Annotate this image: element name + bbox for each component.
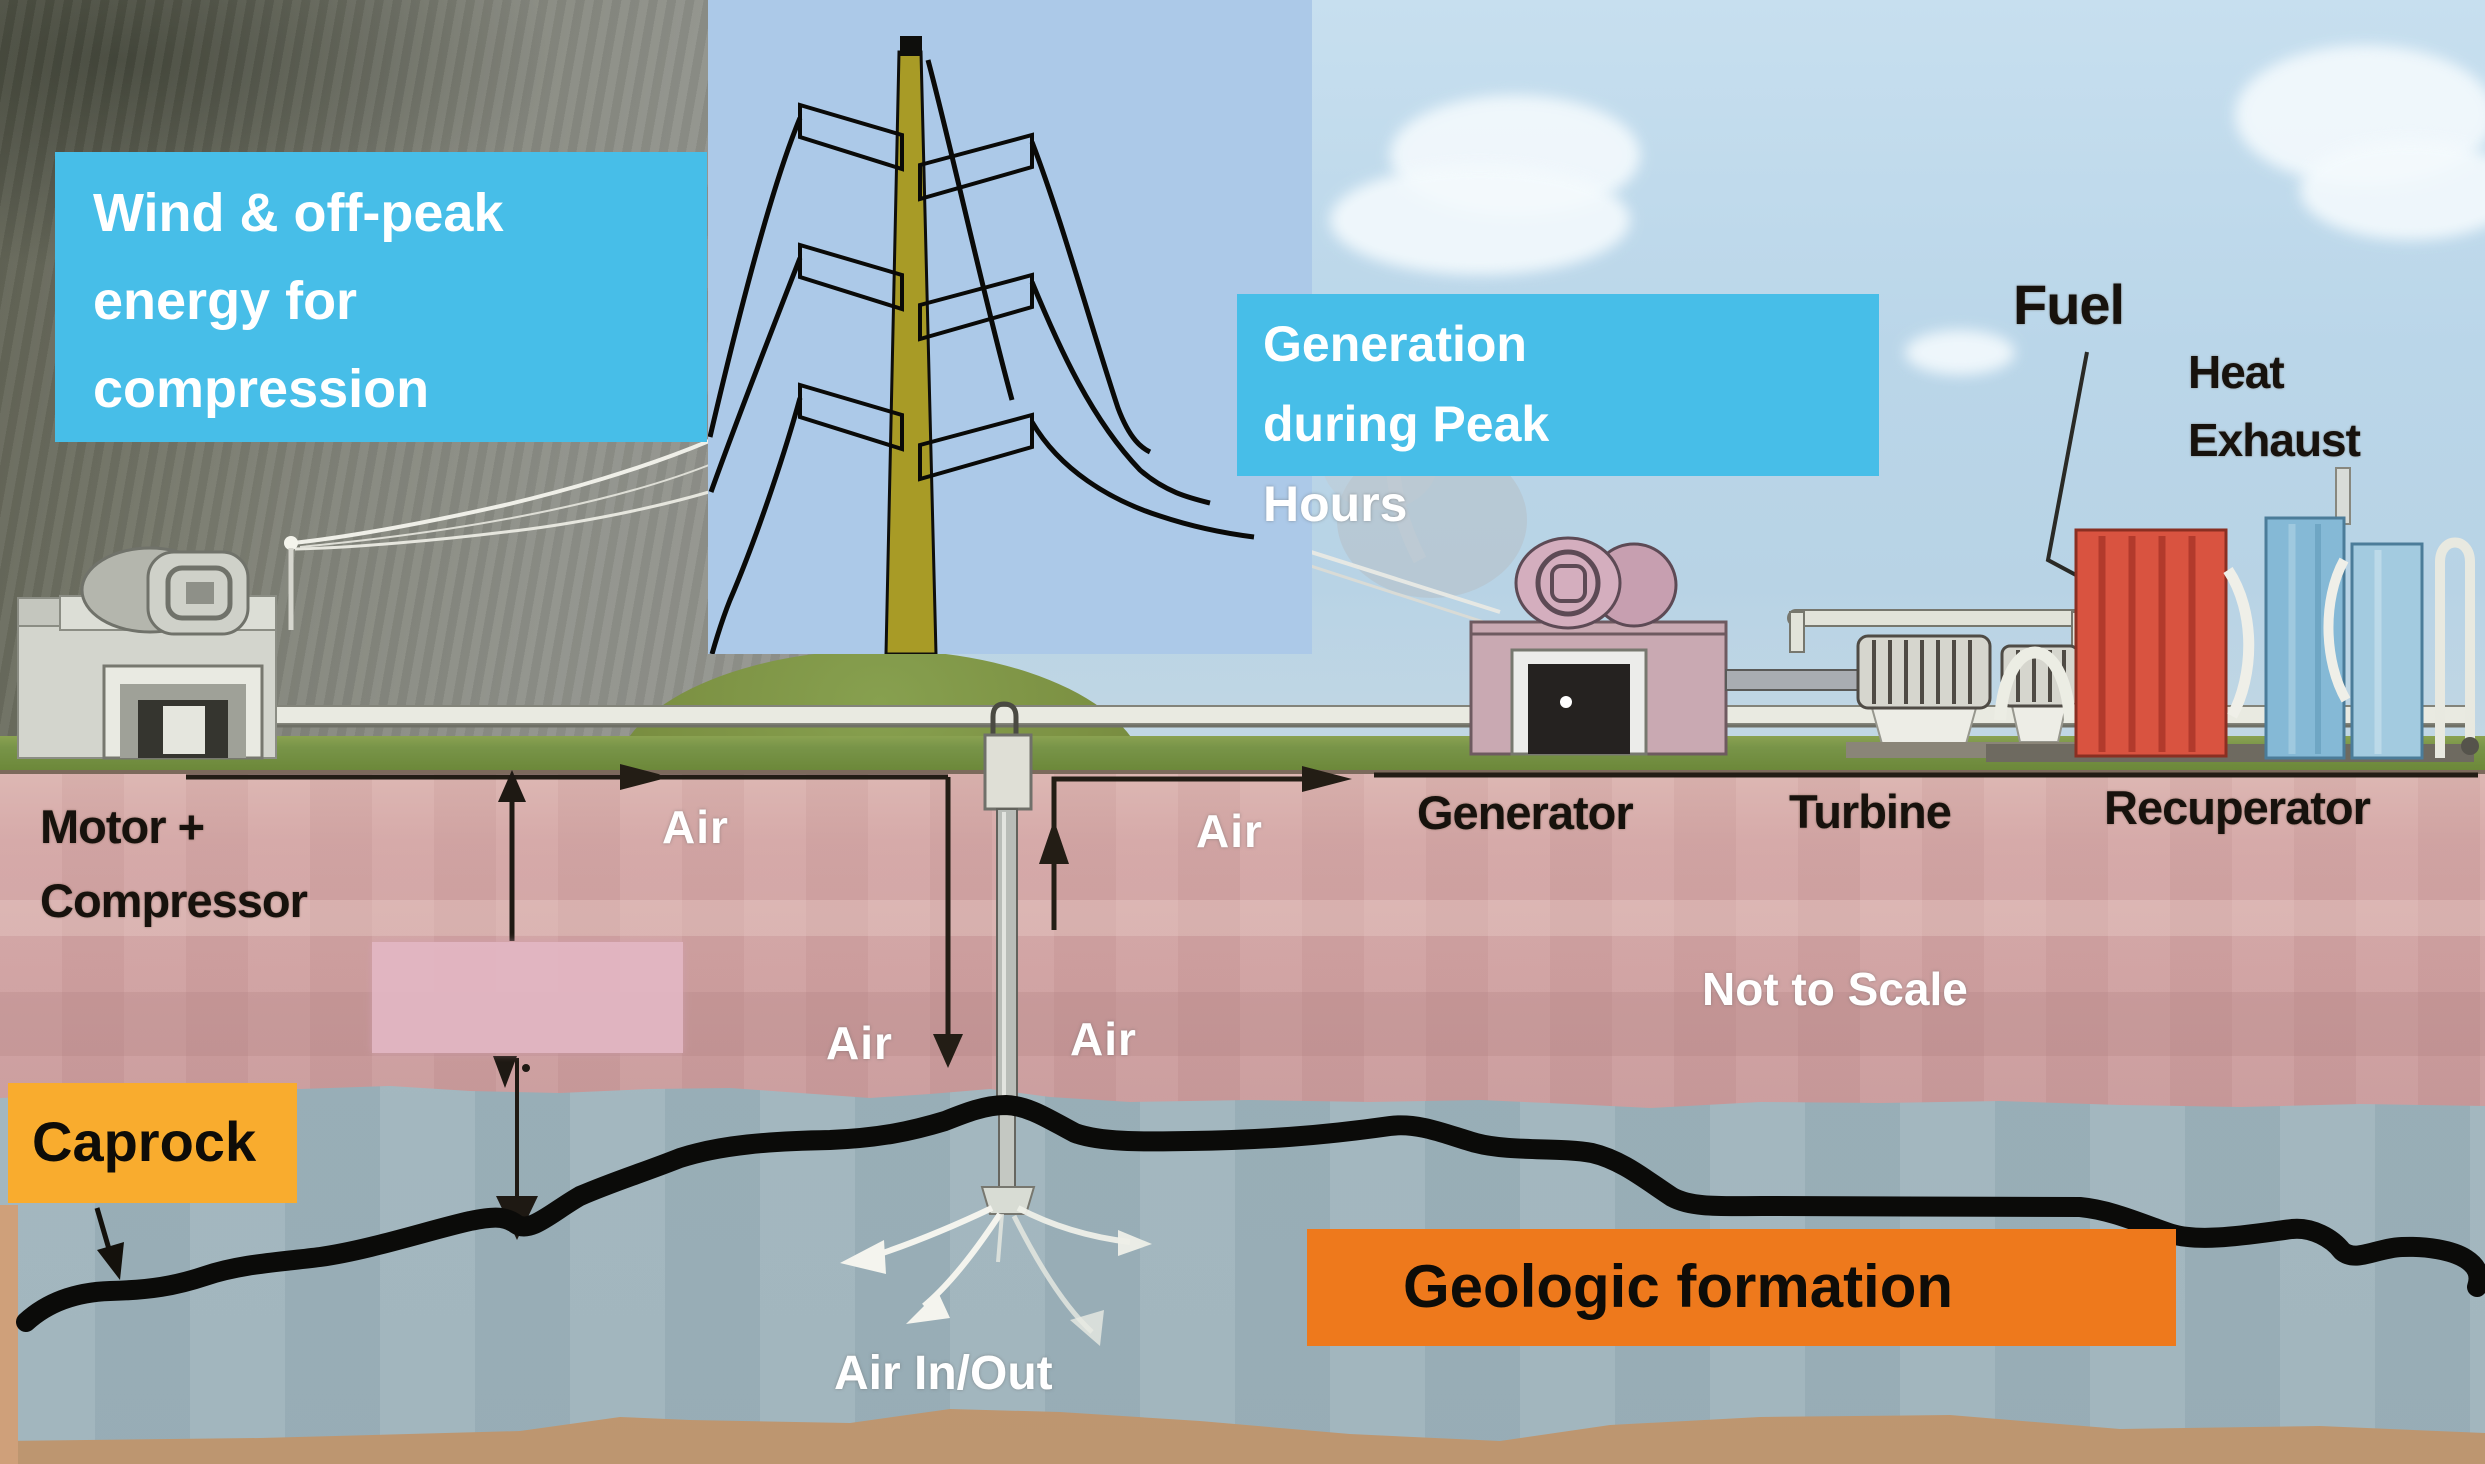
air-label-right: Air xyxy=(1196,805,1263,857)
tower-pole xyxy=(884,36,938,656)
air-label-left: Air xyxy=(662,801,729,853)
turbine-label: Turbine xyxy=(1789,785,1952,838)
left-rock-edge xyxy=(0,1205,18,1464)
generator-unit xyxy=(1469,536,1859,756)
heat-exhaust-label: Heat Exhaust xyxy=(2188,338,2361,474)
motor-compressor-unit xyxy=(17,546,277,760)
air-label-well-right: Air xyxy=(1070,1013,1137,1065)
air-label-well-left: Air xyxy=(826,1017,893,1069)
wind-offpeak-line2: energy for xyxy=(93,271,358,331)
well-pipe xyxy=(980,701,1036,1215)
fuel-label: Fuel xyxy=(2013,273,2125,336)
soil-streak xyxy=(0,900,2485,936)
cloud xyxy=(2300,140,2485,240)
generation-peak-label: Generation during Peak Hours xyxy=(1237,294,1879,532)
tower-wires xyxy=(707,59,1255,655)
transmission-tower-inset xyxy=(707,0,1312,656)
wind-offpeak-line1: Wind & off-peak xyxy=(93,183,504,243)
air-in-out-arrows xyxy=(840,1205,1152,1346)
caprock-pointer-arrow xyxy=(94,1207,124,1280)
motor-line1: Motor + xyxy=(40,800,205,853)
caprock-label: Caprock xyxy=(8,1083,297,1203)
motor-line2: Compressor xyxy=(40,874,308,927)
caprock-line xyxy=(16,1095,2485,1332)
not-to-scale-label: Not to Scale xyxy=(1702,963,1968,1015)
generation-line3: Hours xyxy=(1263,476,1408,532)
air-in-out-label: Air In/Out xyxy=(834,1347,1053,1400)
recuperator-unit xyxy=(1986,467,2479,762)
cloud xyxy=(1905,330,2015,375)
wind-offpeak-line3: compression xyxy=(93,359,430,419)
heat-line2: Exhaust xyxy=(2188,414,2361,466)
wind-offpeak-label: Wind & off-peak energy for compression xyxy=(55,152,707,442)
air-flow-arrows xyxy=(186,764,2478,1068)
storage-depth-highlight xyxy=(372,942,683,1053)
motor-compressor-label: Motor + Compressor xyxy=(40,790,308,938)
heat-line1: Heat xyxy=(2188,346,2285,398)
generator-label: Generator xyxy=(1417,786,1634,839)
tower-crossarms xyxy=(798,102,1034,482)
cloud xyxy=(1330,165,1630,275)
geologic-formation-label: Geologic formation xyxy=(1307,1229,2176,1346)
generation-line1: Generation xyxy=(1263,316,1527,372)
recuperator-label: Recuperator xyxy=(2104,781,2371,834)
power-cables xyxy=(284,439,710,630)
generation-line2: during Peak xyxy=(1263,396,1550,452)
transmission-tower-drawing xyxy=(707,36,1255,656)
